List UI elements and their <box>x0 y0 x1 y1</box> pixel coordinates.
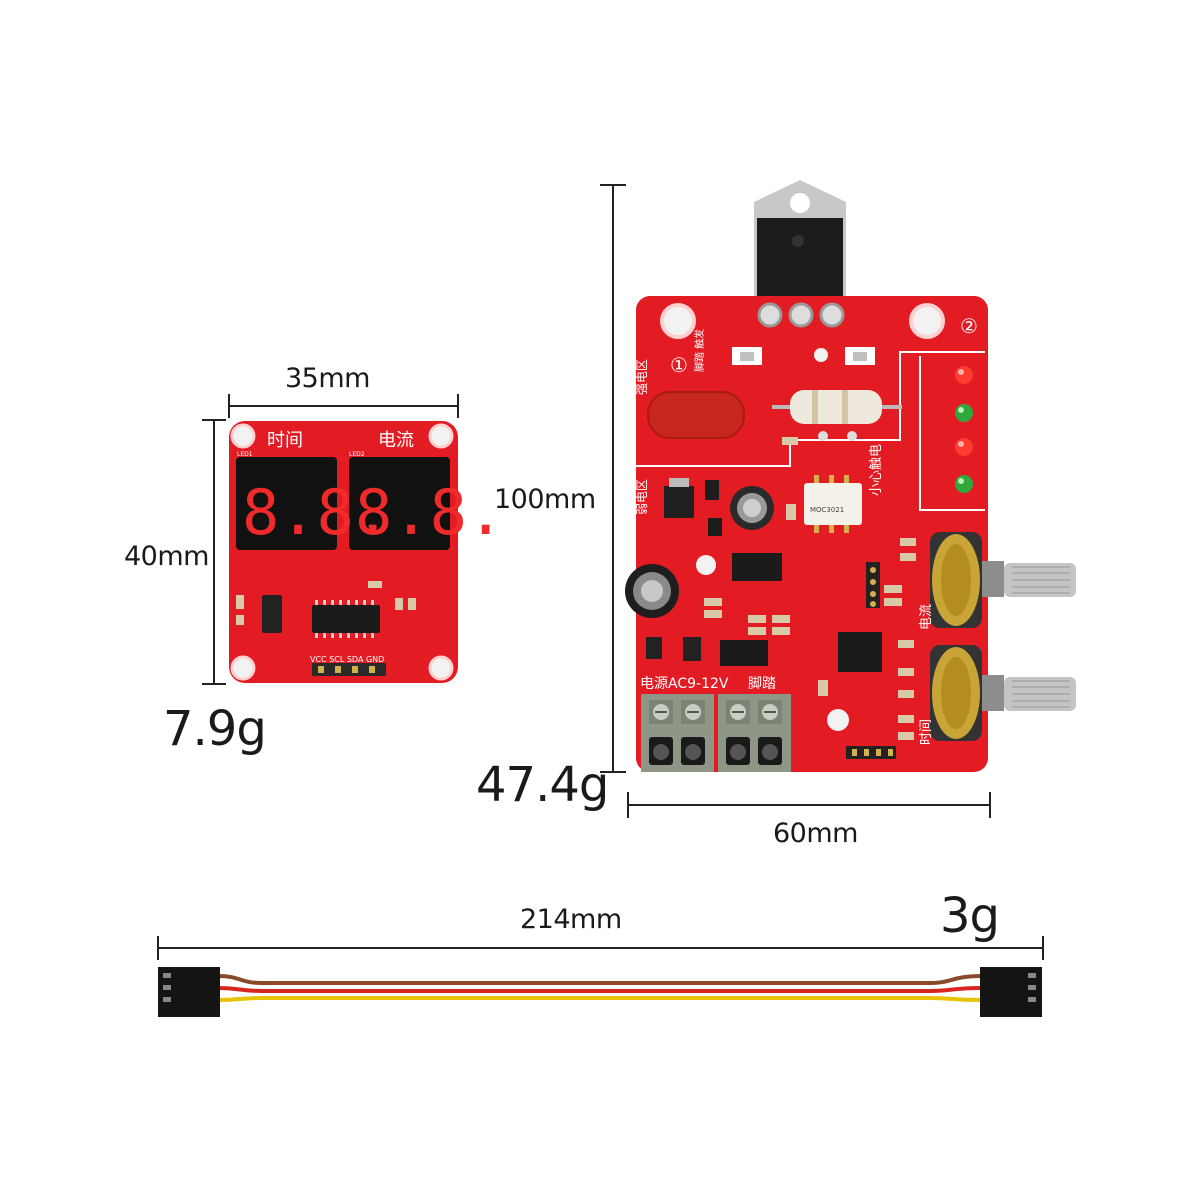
time-potentiometer[interactable] <box>930 645 1076 741</box>
display-silk-led1: LED1 <box>237 451 253 458</box>
status-leds <box>955 366 973 493</box>
seven-segment-right-digits: 8.8. <box>355 476 504 549</box>
board-silk-num2: ② <box>960 314 978 338</box>
triac-component <box>754 180 846 314</box>
regulator-chip <box>262 595 282 633</box>
optocoupler-label: MOC3021 <box>810 506 844 514</box>
driver-ic <box>312 605 380 633</box>
seven-segment-right <box>349 457 450 550</box>
seven-segment-left <box>236 457 337 550</box>
dupont-cable <box>158 967 1042 1017</box>
optocoupler <box>804 483 862 525</box>
display-silk-current: 电流 <box>378 430 414 451</box>
display-pin-header <box>312 663 386 676</box>
cable-weight-label: 3g <box>940 888 1000 944</box>
cable-length-dimension <box>157 936 1044 960</box>
board-silk-num1: ① <box>670 353 688 377</box>
board-silk-current: 电流 <box>919 604 934 630</box>
varistor <box>647 391 745 439</box>
board-pin-header <box>846 746 896 759</box>
board-silk-trigger: 脚踏 触发 <box>693 329 706 372</box>
current-potentiometer[interactable] <box>930 532 1076 628</box>
board-silk-power: 电源AC9-12V <box>640 676 729 692</box>
display-weight-label: 7.9g <box>163 701 267 757</box>
board-silk-weak: 弱电区 <box>635 479 649 515</box>
display-height-label: 40mm <box>124 541 209 572</box>
voltage-regulator <box>664 486 694 518</box>
control-board: ② ① 强电区 脚踏 触发 弱电区 小心触电 MOC3021 <box>625 180 1076 772</box>
board-width-label: 60mm <box>773 818 858 849</box>
display-width-label: 35mm <box>285 363 370 394</box>
power-terminal-block[interactable] <box>641 694 714 772</box>
cable-length-label: 214mm <box>520 904 622 935</box>
board-silk-careful: 小心触电 <box>869 444 884 496</box>
electrolytic-capacitor-large <box>625 564 679 618</box>
display-silk-led2: LED2 <box>349 451 365 458</box>
board-weight-label: 47.4g <box>476 757 609 813</box>
foot-switch-terminal-block[interactable] <box>718 694 791 772</box>
display-module: 时间 电流 LED1 LED2 8.8. 8.8. VCC SCL SDA GN… <box>229 421 504 683</box>
board-width-dimension <box>627 792 991 818</box>
display-width-dimension <box>228 394 459 418</box>
display-silk-time: 时间 <box>267 430 303 451</box>
microcontroller-ic <box>838 632 882 672</box>
board-silk-time: 时间 <box>919 719 934 745</box>
bridge-rectifier <box>720 640 768 666</box>
logic-ic <box>732 553 782 581</box>
board-silk-strong: 强电区 <box>635 359 649 395</box>
electrolytic-capacitor-small <box>730 486 774 530</box>
seven-segment-left-digits: 8.8. <box>242 476 391 549</box>
board-height-dimension <box>600 184 626 773</box>
display-height-dimension <box>202 419 226 685</box>
board-height-label: 100mm <box>494 484 596 515</box>
display-silk-pins: VCC SCL SDA GND <box>310 655 384 664</box>
board-silk-foot: 脚踏 <box>748 676 776 692</box>
power-resistor <box>772 390 902 424</box>
